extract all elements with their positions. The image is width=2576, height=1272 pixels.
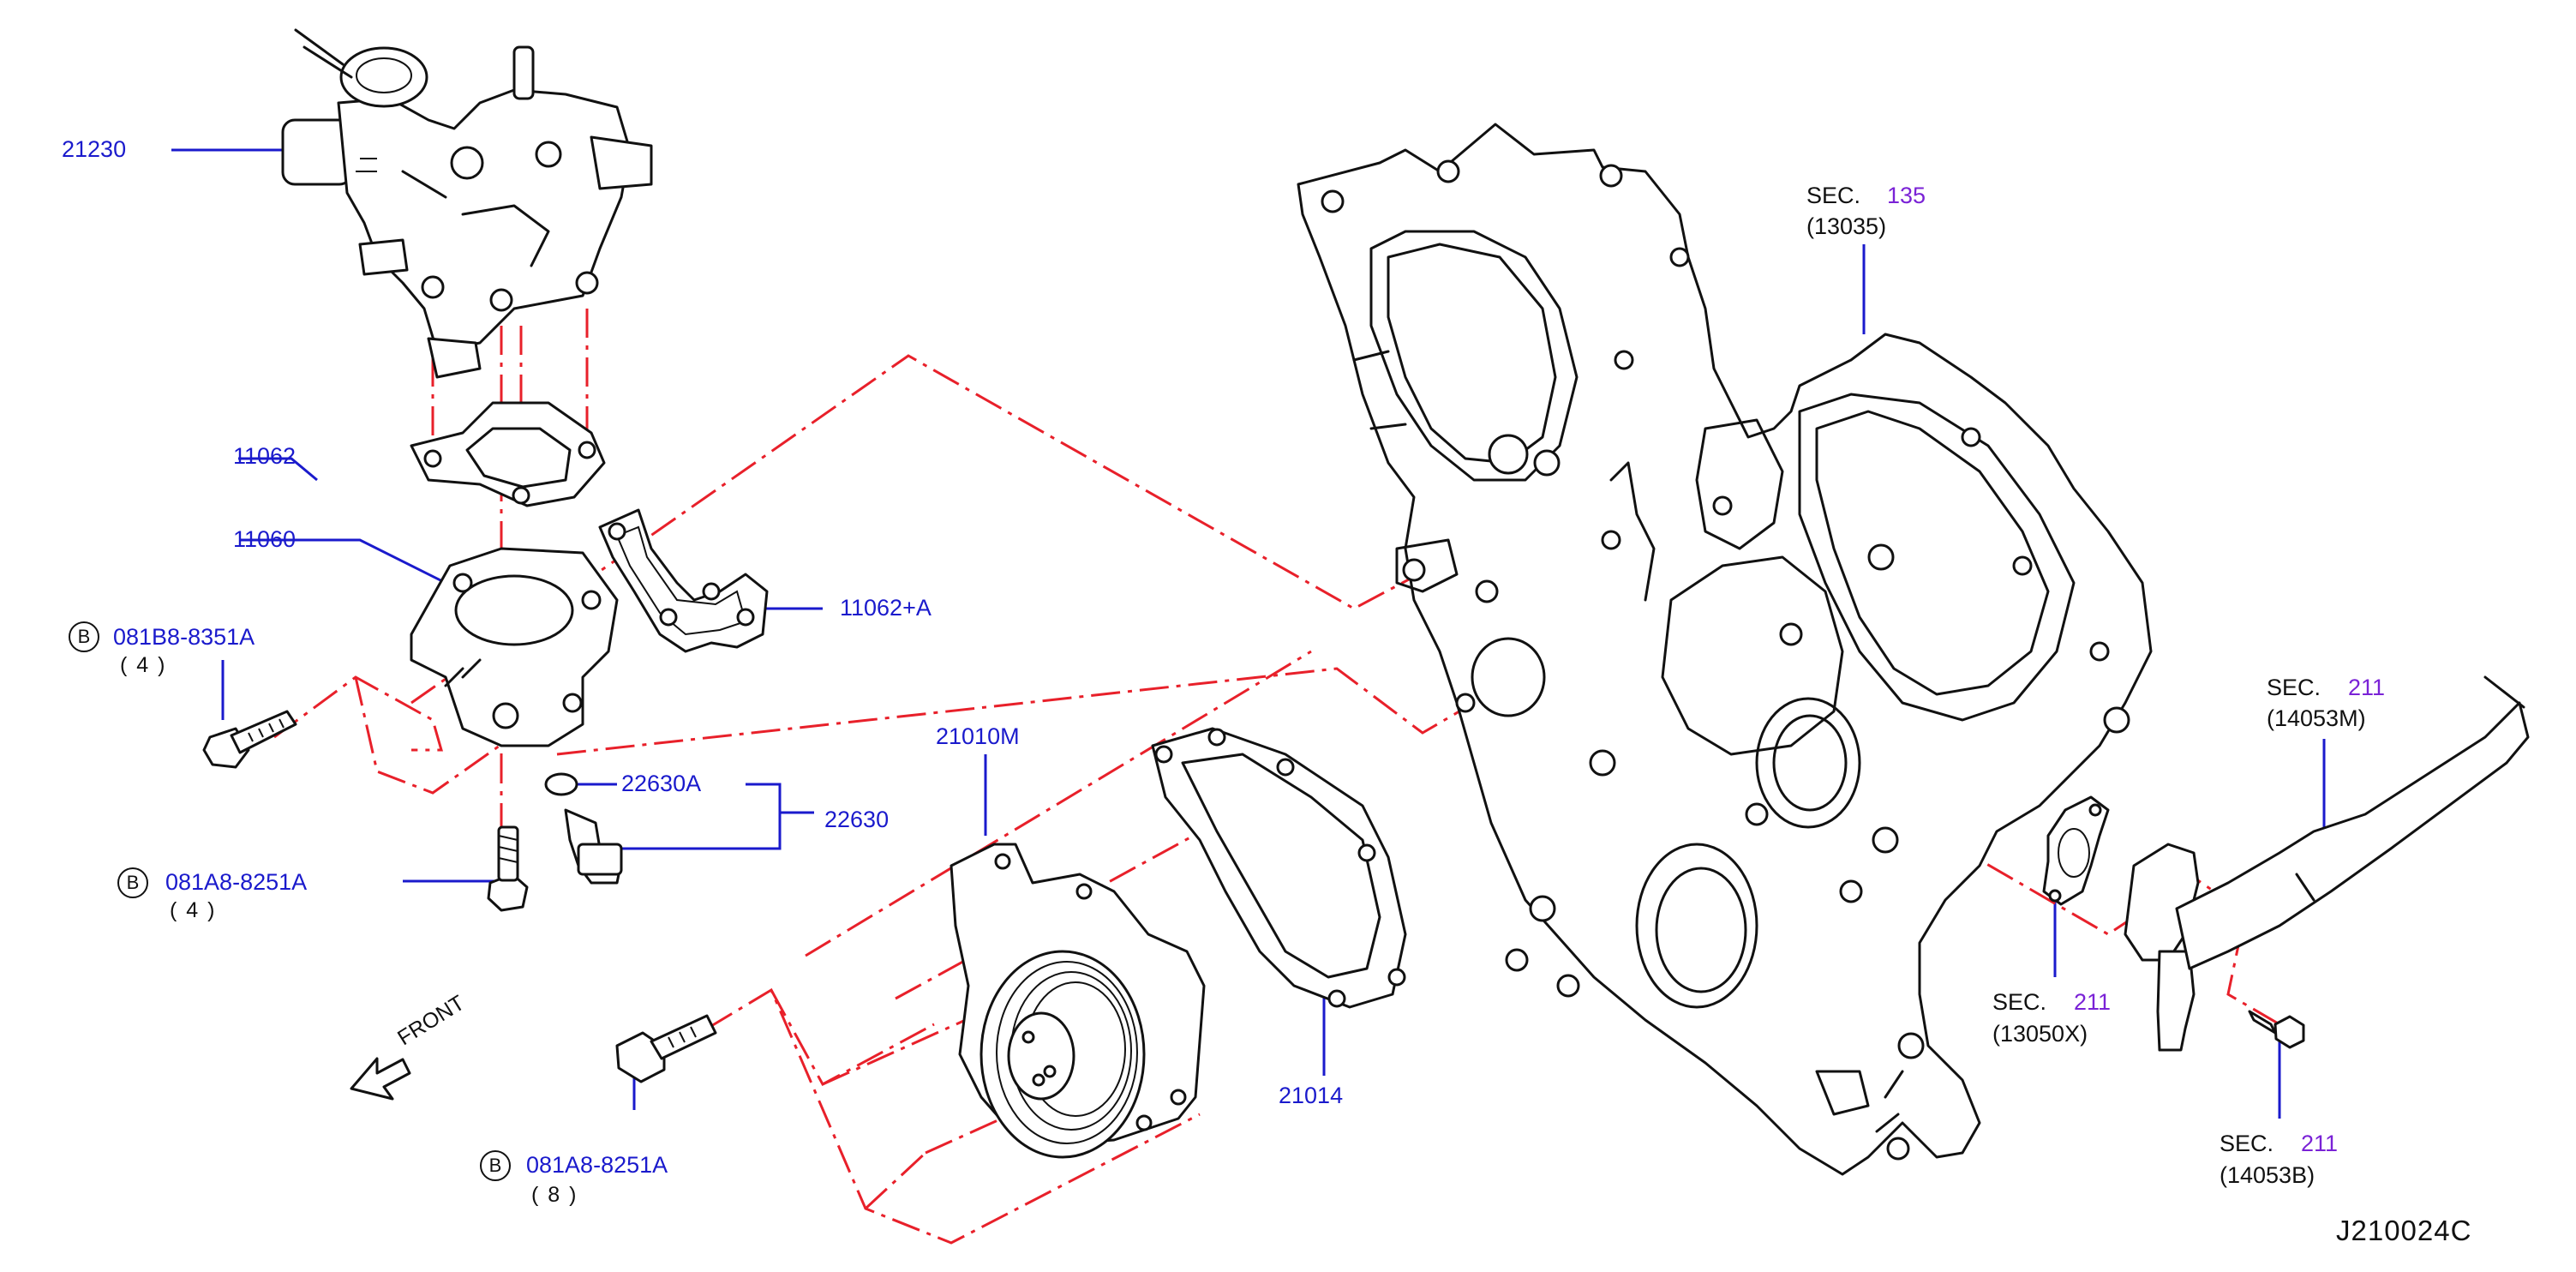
sensor-22630 [544, 772, 623, 885]
sec-211-b-number[interactable]: 211 [2301, 1131, 2339, 1156]
front-arrow-icon [350, 1057, 411, 1101]
leader-lines [171, 148, 2326, 1119]
sec-211-x-prefix: SEC. [1992, 989, 2047, 1015]
sec-211-x-number[interactable]: 211 [2074, 989, 2112, 1015]
label-21230: 21230 [62, 136, 127, 162]
gasket-21014 [1151, 727, 1407, 1009]
bolt-marker-b-3: B [480, 1150, 511, 1181]
bolt-qty-3: ( 8 ) [531, 1183, 578, 1207]
label-11062A: 11062+A [840, 595, 932, 621]
label-21014: 21014 [1279, 1083, 1344, 1108]
label-21010M: 21010M [936, 723, 1020, 749]
bolt-code-3: 081A8-8251A [526, 1152, 668, 1178]
thermostat-housing-21230 [281, 28, 653, 379]
gasket-11062A [598, 508, 769, 653]
bolt-marker-b-2: B [117, 867, 148, 898]
sec-211-m-ref: (14053M) [2267, 705, 2366, 731]
sec-211-m-prefix: SEC. [2267, 675, 2321, 700]
bolt-code-2: 081A8-8251A [165, 869, 308, 895]
sec-135-ref: (13035) [1806, 213, 1887, 239]
gasket-13050X [2042, 795, 2110, 906]
diagram-code: J210024C [2336, 1215, 2472, 1246]
sec-211-x-ref: (13050X) [1992, 1021, 2088, 1047]
sec-211-m-number[interactable]: 211 [2348, 675, 2386, 700]
bolt-081A8-b [615, 1014, 717, 1083]
label-22630: 22630 [824, 807, 890, 832]
sec-135-number[interactable]: 135 [1887, 183, 1926, 208]
bolt-14053B [2248, 1010, 2305, 1049]
gasket-11062 [410, 401, 606, 507]
bolt-081B8 [202, 710, 297, 769]
bolt-code-1: 081B8-8351A [113, 624, 255, 650]
bolt-081A8-a [487, 825, 529, 912]
bolt-qty-1: ( 4 ) [120, 653, 167, 677]
water-inlet-11060 [410, 547, 619, 747]
label-11062: 11062 [233, 443, 297, 469]
label-11060: 11060 [233, 526, 297, 552]
water-pipe-14053M [2124, 675, 2530, 1052]
sec-211-b-ref: (14053B) [2220, 1162, 2315, 1188]
label-22630A: 22630A [621, 771, 702, 796]
sec-135-prefix: SEC. [1806, 183, 1861, 208]
sec-211-b-prefix: SEC. [2220, 1131, 2274, 1156]
front-cover [1297, 123, 2153, 1176]
water-pump-21010M [950, 843, 1206, 1159]
bolt-qty-2: ( 4 ) [170, 898, 217, 922]
bolt-marker-b-1: B [69, 621, 99, 652]
